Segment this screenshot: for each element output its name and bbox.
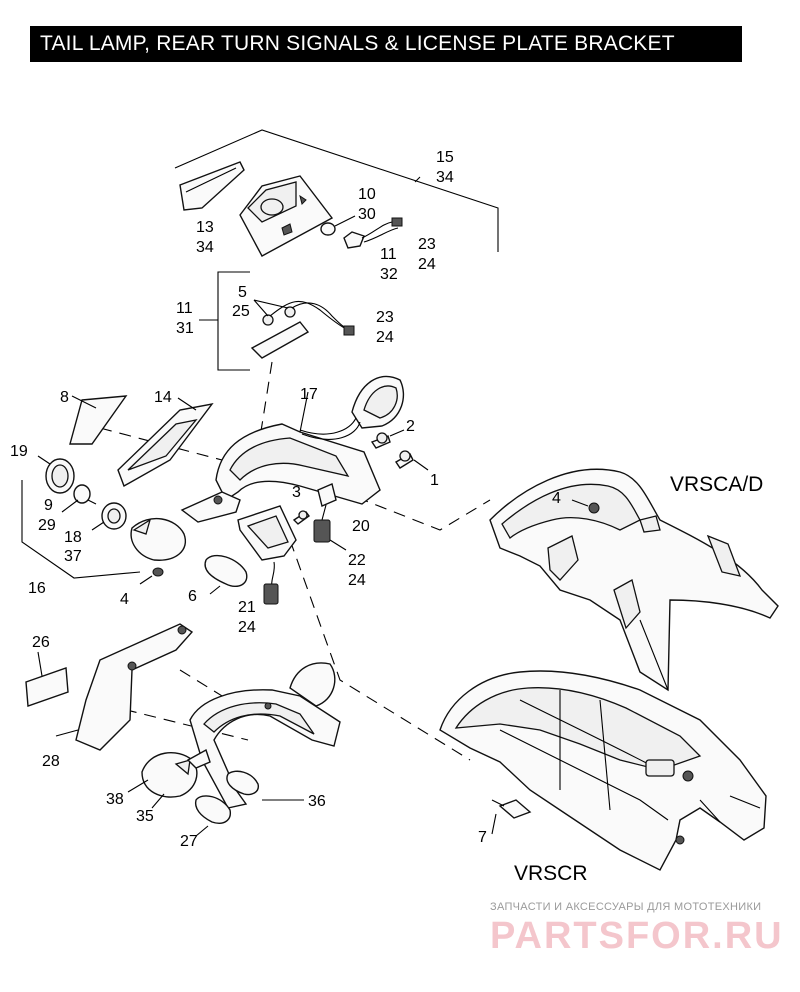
callout-labels: 15 34 10 30 13 34 23 24 11 32 5 25 11 31… [10,149,763,885]
label-7: 7 [478,829,487,846]
label-37: 37 [64,548,82,565]
label-34b: 34 [196,239,214,256]
label-26: 26 [32,634,50,651]
label-18: 18 [64,529,82,546]
label-10: 10 [358,186,376,203]
label-24a: 24 [418,256,436,273]
model-label-vrsca-d: VRSCA/D [670,473,763,496]
label-20: 20 [352,518,370,535]
tail-lamp-assembly [174,129,499,257]
label-11b: 11 [176,300,193,317]
label-2: 2 [406,418,415,435]
label-9: 9 [44,497,53,514]
watermark-brand: PARTSFOR.RU [490,915,784,957]
label-5: 5 [238,284,247,301]
diagram-title: TAIL LAMP, REAR TURN SIGNALS & LICENSE P… [30,26,742,62]
label-22: 22 [348,552,366,569]
connector-21 [263,561,279,605]
tail-lamp-bracket [180,375,405,561]
label-35: 35 [136,808,154,825]
label-17: 17 [300,386,318,403]
wiring-harness [250,299,355,359]
label-30: 30 [358,206,376,223]
label-15: 15 [436,149,454,166]
tail-lamp-bracket-lower [127,662,341,837]
screws [292,429,429,525]
license-plate-bracket [69,395,214,488]
label-28: 28 [42,753,60,770]
label-21: 21 [238,599,256,616]
label-36: 36 [308,793,326,810]
label-27: 27 [180,833,198,850]
label-11a: 11 [380,246,397,263]
label-24d: 24 [238,619,256,636]
label-29: 29 [38,517,56,534]
label-31: 31 [176,320,194,337]
label-4b: 4 [552,490,561,507]
label-23a: 23 [418,236,436,253]
license-bracket-lower [25,623,194,751]
label-6: 6 [188,588,197,605]
label-19: 19 [10,443,28,460]
label-13: 13 [196,219,214,236]
label-32: 32 [380,266,398,283]
label-25: 25 [232,303,250,320]
turn-signal-left [21,455,187,585]
label-34a: 34 [436,169,454,186]
rear-frame-vrscr [439,670,767,871]
label-38: 38 [106,791,124,808]
connector-20 [313,483,347,551]
label-23b: 23 [376,309,394,326]
label-14: 14 [154,389,172,406]
reflector-6 [204,554,248,588]
watermark-caption: ЗАПЧАСТИ И АКСЕССУАРЫ ДЛЯ МОТОТЕХНИКИ [490,901,761,913]
label-1: 1 [430,472,439,489]
label-4a: 4 [120,591,129,608]
label-3: 3 [292,484,301,501]
label-16: 16 [28,580,46,597]
label-24b: 24 [376,329,394,346]
model-label-vrscr: VRSCR [514,862,588,885]
fender-vrsca-d [489,468,779,692]
watermark: ЗАПЧАСТИ И АКСЕССУАРЫ ДЛЯ МОТОТЕХНИКИ PA… [490,901,784,957]
label-8: 8 [60,389,69,406]
label-24c: 24 [348,572,366,589]
